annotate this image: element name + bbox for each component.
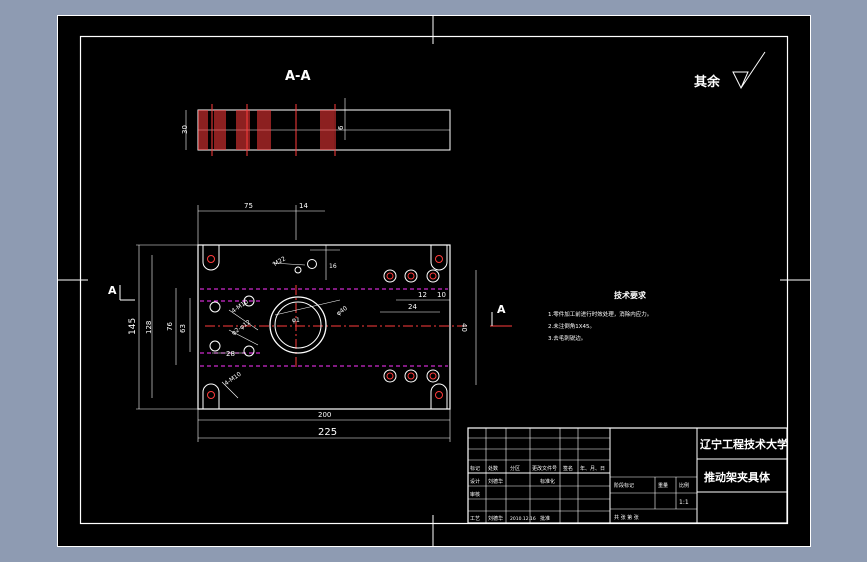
dim-14: 14 — [299, 202, 308, 210]
sheet-background — [57, 15, 811, 547]
dim-128: 128 — [145, 321, 153, 334]
annot-phi1: φ1 — [292, 317, 300, 324]
dim-225: 225 — [318, 427, 337, 438]
dim-63: 63 — [179, 324, 187, 333]
dim-145: 145 — [128, 318, 138, 335]
school-name: 辽宁工程技术大学 — [700, 437, 788, 451]
tech-req-line-1: 1.零件加工前进行时效处理，消除内应力。 — [548, 310, 652, 318]
section-dim-height: 30 — [181, 125, 189, 134]
dim-28: 28 — [226, 350, 235, 358]
cut-label-right: A — [497, 303, 506, 316]
tb-sheets: 共 张 第 张 — [614, 514, 639, 521]
section-dim-slot: 6 — [337, 125, 345, 130]
tb-zone: 分区 — [510, 465, 520, 472]
tb-scale: 比例 — [679, 482, 689, 489]
tb-review: 审核 — [470, 491, 480, 498]
section-view — [185, 98, 451, 156]
dim-12: 12 — [418, 291, 427, 299]
tb-mark: 标记 — [470, 465, 480, 472]
tb-stage: 阶段标记 — [614, 482, 634, 489]
tb-std: 标准化 — [540, 478, 555, 485]
tb-date2: 2010.12.16 — [510, 516, 536, 522]
cut-label-left: A — [108, 284, 117, 297]
tb-designer: 刘德华 — [488, 478, 503, 485]
dim-40: 40 — [460, 323, 468, 332]
tb-craft: 工艺 — [470, 516, 480, 522]
dim-10: 10 — [437, 291, 446, 299]
roughness-note: 其余 — [694, 74, 721, 90]
sheet-border — [57, 15, 811, 547]
tb-crafter: 刘德华 — [488, 515, 503, 522]
dim-24: 24 — [408, 303, 417, 311]
roughness-icon — [732, 51, 766, 90]
tb-date: 年、月、日 — [580, 465, 605, 472]
tb-design: 设计 — [470, 478, 480, 485]
tb-doc: 更改文件号 — [532, 465, 557, 472]
tb-sign: 签名 — [563, 465, 573, 472]
title-block — [467, 427, 788, 524]
tech-req-line-2: 2.未注倒角1X45。 — [548, 322, 595, 330]
dim-76: 76 — [166, 322, 174, 331]
dim-75: 75 — [244, 202, 253, 210]
tb-count: 处数 — [488, 465, 498, 472]
dim-16: 16 — [329, 263, 337, 270]
dim-200: 200 — [318, 411, 331, 419]
section-label: A-A — [285, 69, 311, 84]
tb-approve: 批准 — [540, 515, 550, 522]
tech-req-line-3: 3.去毛刺锐边。 — [548, 334, 586, 342]
tech-req-title: 技术要求 — [614, 290, 647, 300]
scale-value: 1:1 — [679, 499, 689, 506]
part-name: 推动架夹具体 — [704, 470, 771, 484]
tb-weight: 重量 — [658, 482, 668, 489]
plan-view — [136, 205, 477, 442]
